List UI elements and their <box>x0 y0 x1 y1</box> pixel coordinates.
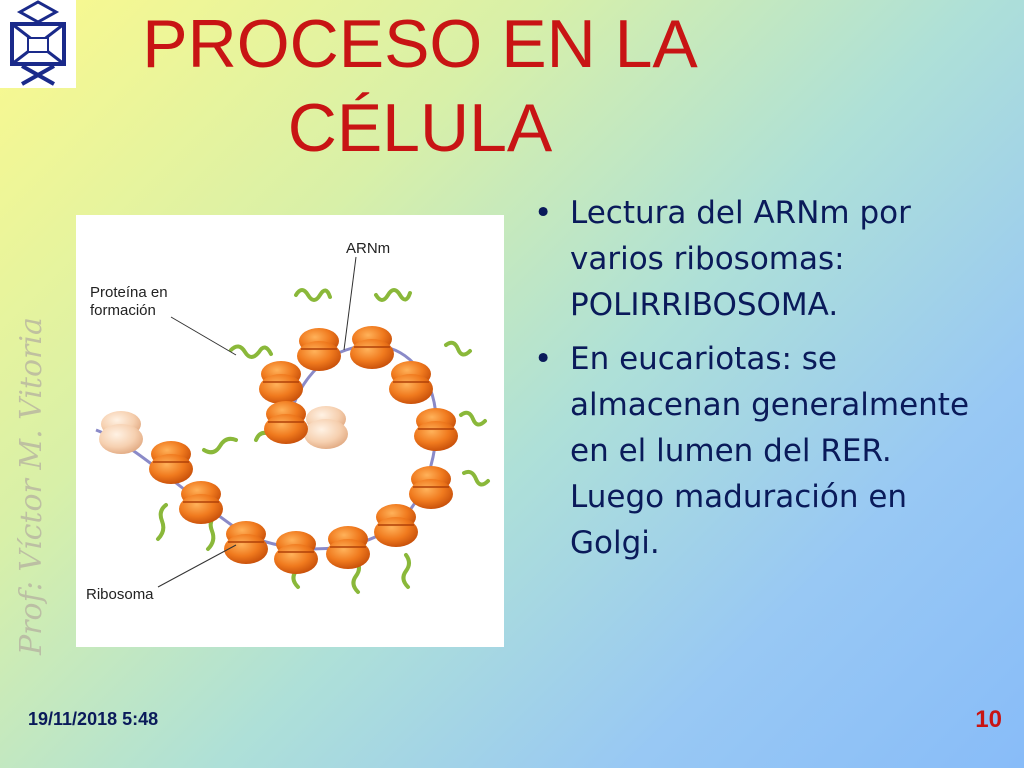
bullet-glyph: • <box>534 195 553 231</box>
bullet-item: • En eucariotas: se almacenan generalmen… <box>534 336 994 566</box>
ribosomes <box>99 325 459 575</box>
page-number: 10 <box>975 706 1002 733</box>
label-protein-1: Proteína en <box>90 284 168 301</box>
title-line-2: CÉLULA <box>287 90 553 166</box>
label-leaders <box>157 256 357 588</box>
polyribosome-diagram: ARNm Proteína en formación Ribosoma <box>86 240 490 603</box>
label-protein-2: formación <box>90 302 156 319</box>
university-crest-icon <box>0 0 76 88</box>
bullet-list: • Lectura del ARNm por varios ribosomas:… <box>534 190 994 574</box>
label-ribosome: Ribosoma <box>86 586 154 603</box>
title-line-1: PROCESO EN LA <box>142 6 698 82</box>
author-watermark: Prof: Víctor M. Vitoria <box>14 317 49 655</box>
polyribosome-figure: ARNm Proteína en formación Ribosoma <box>76 215 504 647</box>
bullet-item: • Lectura del ARNm por varios ribosomas:… <box>534 190 994 328</box>
slide-title: PROCESO EN LA CÉLULA <box>120 2 720 170</box>
bullet-text: En eucariotas: se almacenan generalmente… <box>570 341 970 561</box>
bullet-text: Lectura del ARNm por varios ribosomas: P… <box>570 195 911 323</box>
footer-date: 19/11/2018 5:48 <box>28 709 159 729</box>
bullet-glyph: • <box>534 341 553 377</box>
label-arnm: ARNm <box>346 240 390 257</box>
